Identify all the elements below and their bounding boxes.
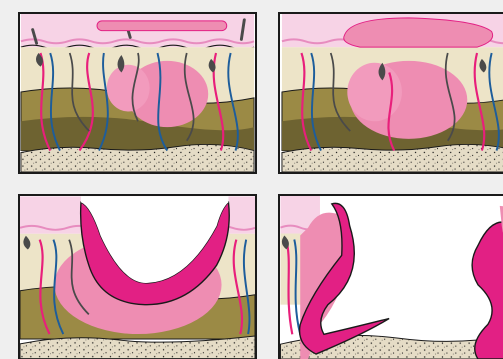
stage-2-panel	[278, 12, 503, 174]
stage-1-illustration	[20, 14, 255, 172]
stage-4-illustration	[280, 196, 503, 359]
stage-3-illustration	[20, 196, 255, 359]
surface-lesion	[97, 21, 227, 31]
stage-3-panel	[18, 194, 257, 359]
stage-4-panel	[278, 194, 503, 359]
stage-1-panel	[18, 12, 257, 174]
stage-2-illustration	[280, 14, 503, 172]
